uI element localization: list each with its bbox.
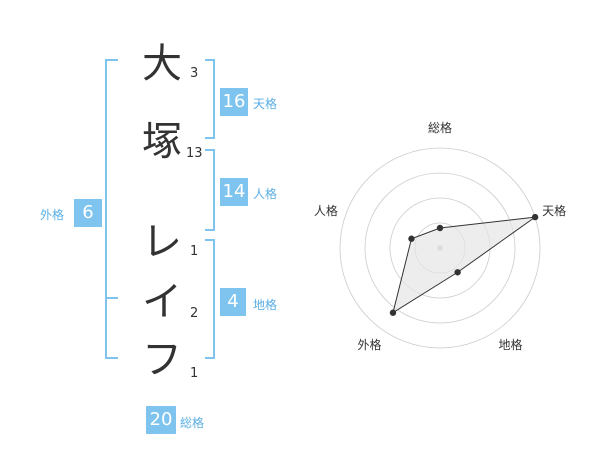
tenkaku-bracket xyxy=(205,59,215,139)
name-char-1: 大 xyxy=(142,41,182,87)
radar-axis-label-4: 人格 xyxy=(314,203,338,218)
soukaku-label: 総格 xyxy=(180,416,205,430)
chikaku-value: 4 xyxy=(220,288,246,316)
jinkaku-bracket xyxy=(205,149,215,231)
gaikaku-value: 6 xyxy=(74,199,102,227)
jinkaku-label: 人格 xyxy=(253,187,278,201)
radar-polygon xyxy=(392,216,536,314)
tenkaku-label: 天格 xyxy=(253,97,278,111)
name-char-5: フ xyxy=(142,337,182,383)
radar-point-2 xyxy=(454,269,461,276)
radar-point-0 xyxy=(436,224,444,232)
chikaku-label: 地格 xyxy=(253,298,278,312)
radar-points xyxy=(389,213,539,316)
radar-axis-label-0: 総格 xyxy=(428,120,452,135)
chikaku-bracket xyxy=(205,239,215,359)
stroke-count-5: 1 xyxy=(190,366,199,381)
radar-point-4 xyxy=(408,235,415,242)
name-char-3: レ xyxy=(142,219,182,265)
radar-axis-label-2: 地格 xyxy=(499,337,523,352)
name-char-2: 塚 xyxy=(142,119,182,165)
radar-ring-3 xyxy=(364,172,516,324)
stroke-count-4: 2 xyxy=(190,306,199,321)
stroke-count-1: 3 xyxy=(190,66,199,81)
stroke-count-3: 1 xyxy=(190,244,199,259)
jinkaku-value: 14 xyxy=(220,178,248,206)
soukaku-value: 20 xyxy=(146,406,176,434)
stroke-count-2: 13 xyxy=(186,146,203,161)
gaikaku-label: 外格 xyxy=(40,208,65,222)
tenkaku-value: 16 xyxy=(220,88,248,116)
radar-ring-4 xyxy=(339,147,541,349)
radar-axis-label-1: 天格 xyxy=(542,203,566,218)
name-char-4: イ xyxy=(142,279,182,325)
radar-point-1 xyxy=(531,213,539,221)
radar-axis-label-3: 外格 xyxy=(357,337,381,352)
radar-point-3 xyxy=(389,309,397,316)
gaikaku-bracket xyxy=(105,59,118,359)
